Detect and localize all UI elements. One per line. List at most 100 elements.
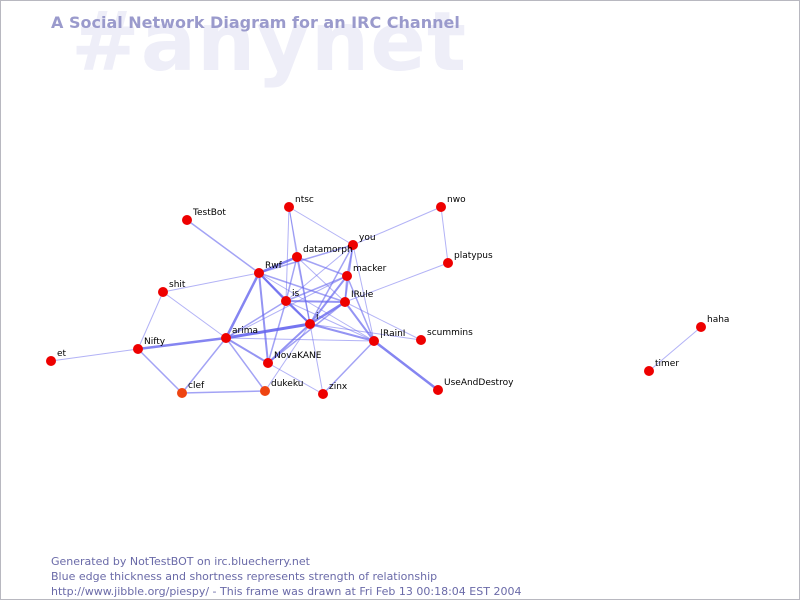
node-TestBot[interactable]: TestBot [182, 208, 226, 225]
footer: Generated by NotTestBOT on irc.bluecherr… [51, 554, 521, 599]
node-datamorph[interactable]: datamorph [292, 245, 353, 262]
node-label: platypus [454, 251, 493, 261]
node-label: is [292, 289, 300, 299]
edge-i-zinx [309, 323, 324, 395]
node-IRule[interactable]: IRule [340, 290, 374, 307]
node-label: arima [232, 326, 258, 336]
edge-datamorph-is [285, 256, 298, 302]
node-label: UseAndDestroy [444, 378, 514, 388]
node-label: you [359, 233, 376, 243]
node-haha[interactable]: haha [696, 315, 729, 332]
node-Nifty[interactable]: Nifty [133, 337, 166, 354]
edge-IRule-RainI [344, 301, 375, 342]
node-dot[interactable] [416, 335, 426, 345]
node-dot[interactable] [433, 385, 443, 395]
node-platypus[interactable]: platypus [443, 251, 493, 268]
node-Rwf[interactable]: Rwf [254, 261, 283, 278]
edge-datamorph-macker [296, 256, 348, 277]
node-label: |RainI [380, 329, 405, 339]
edge-NovaKANE-zinx [267, 362, 324, 395]
channel-watermark: #anynet [71, 0, 468, 90]
edge-ntsc-is [285, 206, 290, 302]
edge-macker-is [285, 275, 348, 302]
node-dot[interactable] [133, 344, 143, 354]
edge-ntsc-you [288, 206, 354, 246]
node-ntsc[interactable]: ntsc [284, 195, 314, 212]
edge-RainI-UseAndDestroy [372, 339, 440, 392]
edge-arima-i [224, 322, 312, 340]
node-dot[interactable] [696, 322, 706, 332]
node-dot[interactable] [263, 358, 273, 368]
node-dot[interactable] [443, 258, 453, 268]
edge-Rwf-RainI [258, 272, 375, 342]
node-dot[interactable] [182, 215, 192, 225]
node-dot[interactable] [254, 268, 264, 278]
node-timer[interactable]: timer [644, 359, 679, 376]
node-dot[interactable] [342, 271, 352, 281]
node-arima[interactable]: arima [221, 326, 258, 343]
node-dot[interactable] [340, 297, 350, 307]
node-dot[interactable] [281, 296, 291, 306]
edge-is-RainI [285, 300, 375, 342]
node-nwo[interactable]: nwo [436, 195, 466, 212]
edge-Nifty-et [50, 348, 139, 362]
node-macker[interactable]: macker [342, 264, 387, 281]
edge-you-is [285, 244, 354, 302]
node-i[interactable]: i [305, 312, 319, 329]
node-label: macker [353, 264, 387, 274]
edge-i-scummins [309, 323, 422, 341]
node-zinx[interactable]: zinx [318, 382, 348, 399]
node-label: NovaKANE [274, 351, 322, 361]
node-et[interactable]: et [46, 349, 67, 366]
edge-IRule-NovaKANE [267, 301, 346, 364]
edge-shit-Rwf [162, 272, 260, 293]
node-clef[interactable]: clef [177, 381, 205, 398]
node-dot[interactable] [177, 388, 187, 398]
node-shit[interactable]: shit [158, 280, 186, 297]
edge-macker-i [309, 275, 348, 325]
node-dot[interactable] [369, 336, 379, 346]
edge-you-macker [346, 244, 354, 277]
node-dot[interactable] [46, 356, 56, 366]
node-dot[interactable] [305, 319, 315, 329]
node-you[interactable]: you [348, 233, 376, 250]
node-is[interactable]: is [281, 289, 300, 306]
node-scummins[interactable]: scummins [416, 328, 473, 345]
node-label: IRule [351, 290, 374, 300]
node-dot[interactable] [318, 389, 328, 399]
edge-arima-NovaKANE [225, 337, 269, 364]
node-dot[interactable] [221, 333, 231, 343]
edge-i-dukeku [264, 323, 311, 392]
edge-macker-RainI [346, 275, 375, 342]
node-label: shit [169, 280, 186, 290]
edge-is-IRule [285, 300, 346, 303]
node-dot[interactable] [644, 366, 654, 376]
diagram-title: A Social Network Diagram for an IRC Chan… [51, 13, 460, 32]
edge-Rwf-you [258, 244, 354, 274]
node-label: dukeku [271, 379, 303, 389]
node-RainI[interactable]: |RainI [369, 329, 405, 346]
node-dot[interactable] [292, 252, 302, 262]
edge-clef-arima [181, 337, 227, 394]
node-dot[interactable] [436, 202, 446, 212]
node-label: Rwf [265, 261, 283, 271]
node-label: haha [707, 315, 729, 325]
node-dot[interactable] [284, 202, 294, 212]
edge-arima-dukeku [225, 337, 266, 392]
node-dot[interactable] [348, 240, 358, 250]
node-label: i [316, 312, 319, 322]
edge-arima-macker [225, 275, 348, 339]
edge-you-RainI [352, 244, 375, 342]
node-NovaKANE[interactable]: NovaKANE [263, 351, 322, 368]
edge-i-NovaKANE [267, 323, 311, 364]
node-UseAndDestroy[interactable]: UseAndDestroy [433, 378, 514, 395]
edge-shit-arima [162, 291, 227, 339]
node-dot[interactable] [260, 386, 270, 396]
node-dot[interactable] [158, 287, 168, 297]
edge-Nifty-arima [136, 336, 228, 351]
footer-source-link[interactable]: http://www.jibble.org/piespy/ - This fra… [51, 585, 522, 598]
node-label: nwo [447, 195, 466, 205]
edge-clef-dukeku [181, 390, 266, 394]
node-dukeku[interactable]: dukeku [260, 379, 303, 396]
